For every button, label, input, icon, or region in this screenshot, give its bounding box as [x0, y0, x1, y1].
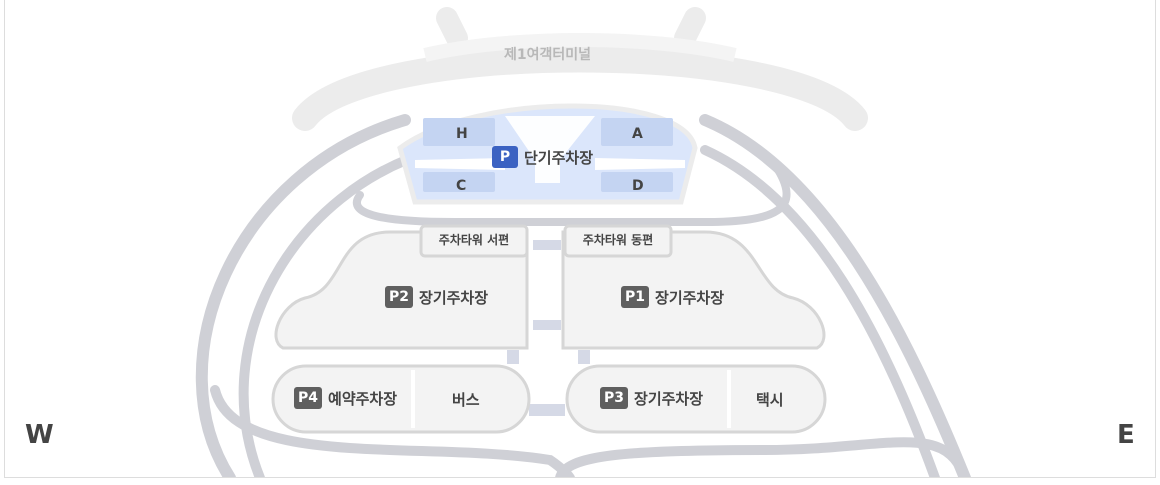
short-term-lot-shape [397, 103, 698, 205]
short-term-label: 단기주차장 [524, 148, 594, 167]
p1-badge: P1 [621, 286, 650, 308]
p3-parking[interactable]: P3 장기주차장 [600, 387, 703, 409]
compass-east: E [1117, 420, 1135, 450]
p3-taxi-shape [565, 364, 827, 434]
short-term-badge: P [492, 146, 518, 168]
gate-d: D [632, 178, 644, 194]
taxi-zone[interactable]: 택시 [756, 391, 784, 409]
terminal-building [292, 7, 868, 131]
gate-h: H [456, 126, 468, 142]
terminal-label: 제1여객터미널 [504, 47, 592, 63]
gate-c: C [456, 178, 467, 194]
parking-map: 제1여객터미널 P 단기주차장 H A C D 주차타워 서편 주차타워 동편 … [4, 0, 1156, 478]
p3-badge: P3 [600, 387, 629, 409]
p4-parking[interactable]: P4 예약주차장 [294, 387, 397, 409]
compass-west: W [25, 420, 54, 450]
road-network [195, 114, 971, 477]
tower-west-tab[interactable]: 주차타워 서편 [438, 233, 510, 247]
bus-zone[interactable]: 버스 [452, 391, 480, 409]
p3-label: 장기주차장 [634, 389, 704, 408]
tower-east-tab[interactable]: 주차타워 동편 [582, 233, 654, 247]
p4-label: 예약주차장 [328, 389, 398, 408]
gate-a: A [632, 126, 643, 142]
p1-lot-shape [561, 230, 826, 350]
p4-badge: P4 [294, 387, 323, 409]
p1-parking[interactable]: P1 장기주차장 [621, 286, 724, 308]
p2-badge: P2 [385, 286, 414, 308]
p1-label: 장기주차장 [655, 288, 725, 307]
short-term-parking[interactable]: P 단기주차장 [492, 146, 593, 168]
p2-parking[interactable]: P2 장기주차장 [385, 286, 488, 308]
p2-label: 장기주차장 [419, 288, 489, 307]
p4-bus-shape [271, 364, 531, 434]
